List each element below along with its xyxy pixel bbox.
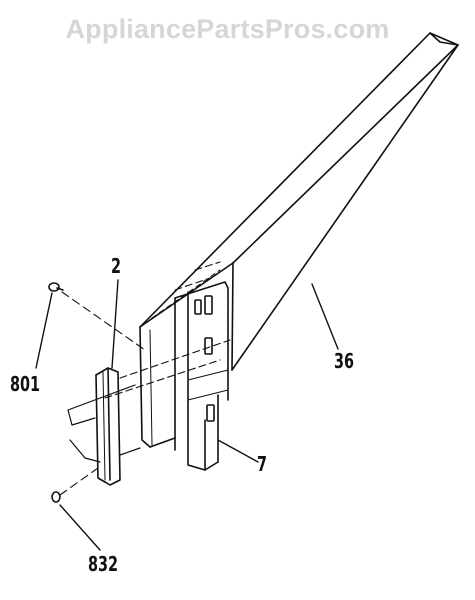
part-832-clip (51, 467, 99, 503)
site-watermark: AppliancePartsPros.com (65, 14, 390, 44)
mounting-plate (67, 384, 141, 463)
part-2-clip (95, 367, 121, 486)
leader-lines (35, 279, 339, 551)
callout-part-832: 832 (88, 552, 119, 576)
callout-part-7: 7 (257, 452, 268, 476)
part-801-screw (48, 282, 146, 351)
callout-part-801: 801 (10, 372, 41, 396)
callout-part-2: 2 (111, 254, 122, 278)
part-36-housing (139, 32, 459, 448)
callout-part-36: 36 (334, 349, 355, 373)
hidden-lines (104, 261, 231, 399)
part-7-bracket (174, 281, 229, 471)
